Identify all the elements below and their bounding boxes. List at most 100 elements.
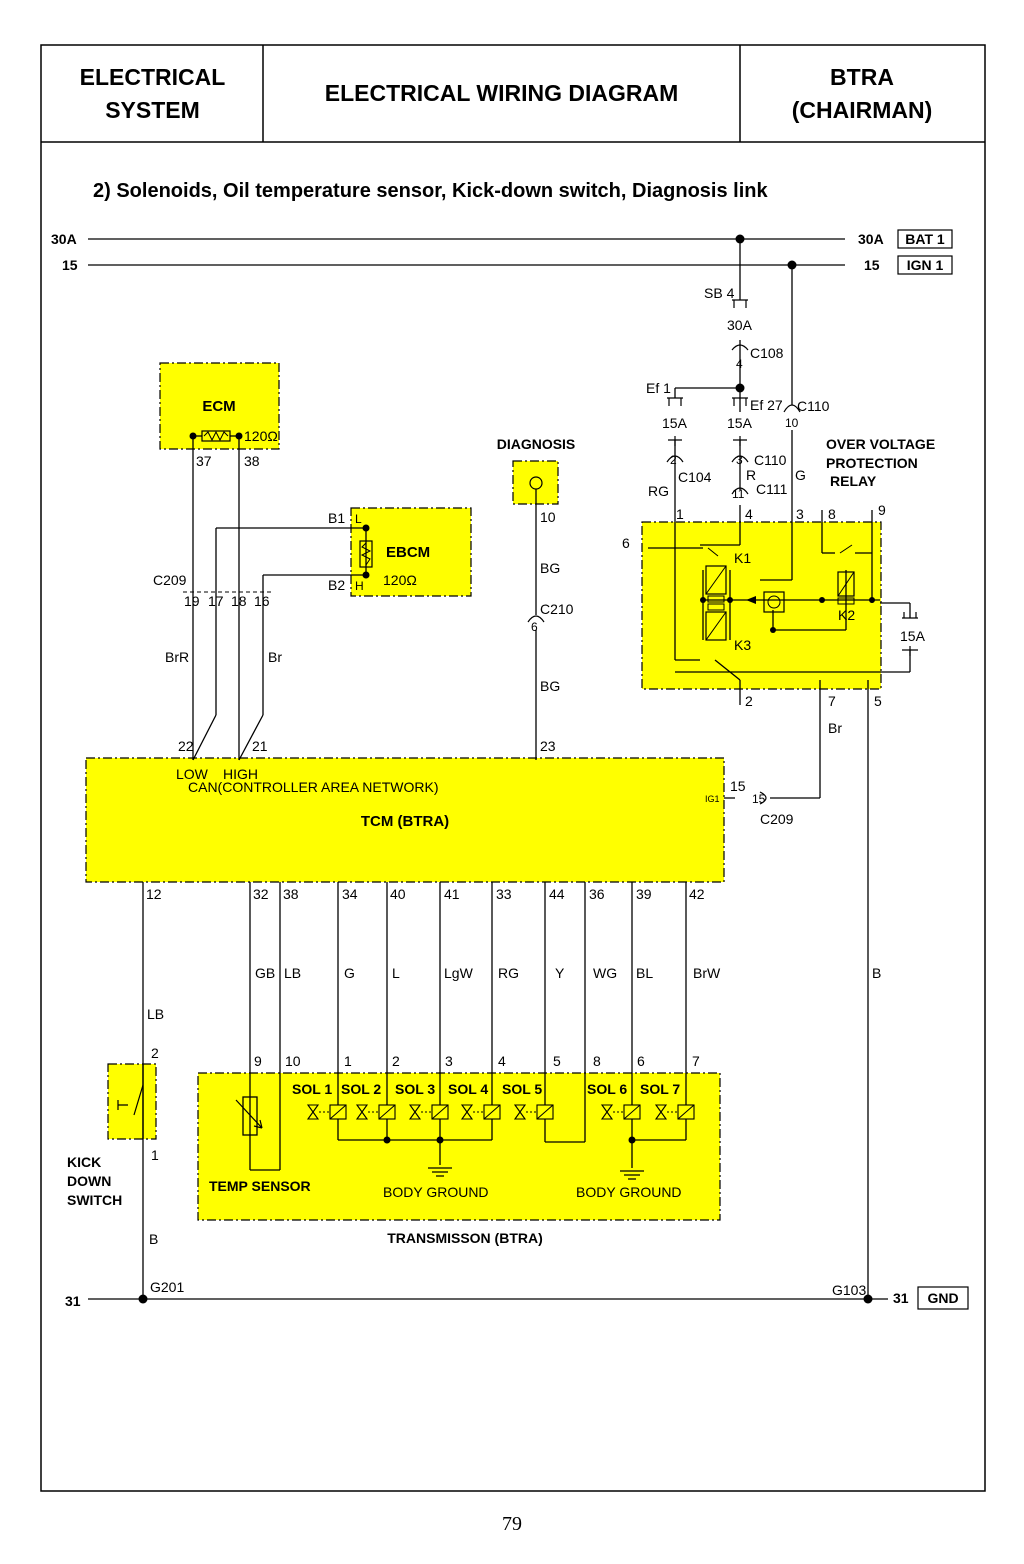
header-model-cell: BTRA (CHAIRMAN) — [740, 46, 984, 142]
wire-rg-relay: RG — [648, 483, 669, 499]
relay-pin-4: 4 — [745, 506, 753, 522]
bat1-tag — [897, 229, 953, 249]
relay-k2-switch-icon — [839, 544, 853, 554]
tcm-pin-44: 44 — [549, 886, 565, 902]
relay-fuse-rating: 15A — [900, 628, 926, 644]
relay-transistor-icon — [763, 591, 785, 613]
solenoid-6-icon — [600, 1104, 641, 1120]
diagnosis-pin: 10 — [540, 509, 556, 525]
trans-pin-1: 1 — [344, 1053, 352, 1069]
header-system-cell: ELECTRICAL SYSTEM — [42, 46, 263, 142]
sol-4-label: SOL 4 — [448, 1081, 488, 1097]
ebcm-pin-b2: B2 — [328, 577, 345, 593]
ebcm-resistor-label: 120Ω — [383, 572, 417, 588]
rail-31-right-label: 31 — [893, 1290, 909, 1306]
tcm-ig1-pin: 15 — [730, 778, 746, 794]
ebcm-resistor-icon — [359, 540, 373, 568]
rail-31-left-label: 31 — [65, 1293, 81, 1309]
diagnosis: DIAGNOSIS 10 BG C210 6 BG — [497, 436, 576, 694]
trans-pin-9: 9 — [254, 1053, 262, 1069]
c111-label: C111 — [756, 481, 788, 497]
tcm-ig1-label: IG1 — [705, 794, 720, 804]
g201-label: G201 — [150, 1279, 184, 1295]
tcm-can-label: CAN(CONTROLLER AREA NETWORK) — [188, 779, 438, 795]
wire-g: G — [795, 467, 806, 483]
c104-pin: 2 — [670, 453, 677, 467]
wire-bl: BL — [636, 965, 653, 981]
relay-pin-2: 2 — [745, 693, 753, 709]
diagnosis-wire-bg-1: BG — [540, 560, 560, 576]
tcm-pin-32: 32 — [253, 886, 269, 902]
relay-pin-7: 7 — [828, 693, 836, 709]
kickdown-wire-b: B — [149, 1231, 158, 1247]
kickdown-pin-1: 1 — [151, 1147, 159, 1163]
relay-wire-b: B — [872, 965, 881, 981]
wire-br-can: Br — [268, 649, 282, 665]
solenoid-4-icon — [460, 1104, 501, 1120]
relay-pin-5: 5 — [874, 693, 882, 709]
c111-pin: 11 — [732, 487, 745, 501]
ecm-resistor-label: 120Ω — [244, 428, 278, 444]
kickdown-pin-2: 2 — [151, 1045, 159, 1061]
gnd-tag-label: GND — [927, 1290, 958, 1306]
c210-pin: 6 — [531, 620, 538, 634]
relay-diode-icon — [707, 595, 725, 603]
c209-pin-17: 17 — [208, 593, 224, 609]
page-number: 79 — [502, 1513, 522, 1535]
ef1-label: Ef 1 — [646, 380, 671, 396]
g103-label: G103 — [832, 1282, 866, 1298]
tcm-pin-41: 41 — [444, 886, 460, 902]
tcm-box — [85, 757, 725, 883]
ign1-tag — [897, 255, 953, 275]
tcm: 22 21 23 LOW HIGH CAN(CONTROLLER AREA NE… — [146, 738, 794, 902]
sol-7-label: SOL 7 — [640, 1081, 680, 1097]
c110-label: C110 — [754, 452, 787, 468]
over-voltage-relay: OVER VOLTAGE PROTECTION RELAY 1 4 3 8 9 … — [622, 436, 935, 981]
solenoid-5-icon — [513, 1104, 554, 1120]
trans-pin-7: 7 — [692, 1053, 700, 1069]
header-model-label: BTRA (CHAIRMAN) — [791, 63, 933, 123]
rail-15-right-label: 15 — [864, 257, 880, 273]
tcm-pin-12: 12 — [146, 886, 162, 902]
relay-title-line3: RELAY — [830, 473, 877, 489]
ecm-pin-37: 37 — [196, 453, 212, 469]
c104-label: C104 — [678, 469, 712, 485]
sol-2-label: SOL 2 — [341, 1081, 381, 1097]
c108-pin: 4 — [736, 357, 743, 371]
wire-brr: BrR — [165, 649, 189, 665]
relay-title-line1: OVER VOLTAGE — [826, 436, 935, 452]
ebcm-box — [350, 507, 472, 597]
wire-r: R — [746, 467, 756, 483]
relay-k3-label: K3 — [734, 637, 751, 653]
wire-y: Y — [555, 965, 565, 981]
relay-k2-resistor-icon — [837, 597, 855, 605]
transmission-box — [197, 1072, 721, 1221]
temp-sensor-label: TEMP SENSOR — [209, 1178, 311, 1194]
diagnosis-title: DIAGNOSIS — [497, 436, 576, 452]
tcm-pin-42: 42 — [689, 886, 705, 902]
solenoid-2-icon — [355, 1104, 396, 1120]
kickdown-label-1: KICK — [67, 1154, 101, 1170]
diagram-subtitle: 2) Solenoids, Oil temperature sensor, Ki… — [93, 180, 768, 202]
trans-pin-4: 4 — [498, 1053, 506, 1069]
wire-rg-sol: RG — [498, 965, 519, 981]
c209-can-label: C209 — [153, 572, 187, 588]
wires — [142, 239, 911, 1299]
wire-lb: LB — [284, 965, 301, 981]
trans-pin-6: 6 — [637, 1053, 645, 1069]
kickdown-label-3: SWITCH — [67, 1192, 122, 1208]
ef27-rating: 15A — [727, 415, 753, 431]
kickdown-switch-icon — [117, 1084, 144, 1116]
header-system-label: ELECTRICAL SYSTEM — [79, 63, 226, 123]
solenoid-1-icon — [306, 1104, 347, 1120]
ebcm-title: EBCM — [386, 544, 430, 561]
c209-can-connector: C209 19 17 18 16 BrR Br — [153, 572, 282, 665]
page-frame — [40, 44, 986, 1492]
fuse-glyphs — [527, 299, 918, 805]
rail-30a-left-label: 30A — [51, 231, 77, 247]
wire-wg: WG — [593, 965, 617, 981]
diagnosis-link-icon — [529, 476, 543, 490]
trans-pin-8: 8 — [593, 1053, 601, 1069]
sol-1-label: SOL 1 — [292, 1081, 332, 1097]
trans-pin-3: 3 — [445, 1053, 453, 1069]
